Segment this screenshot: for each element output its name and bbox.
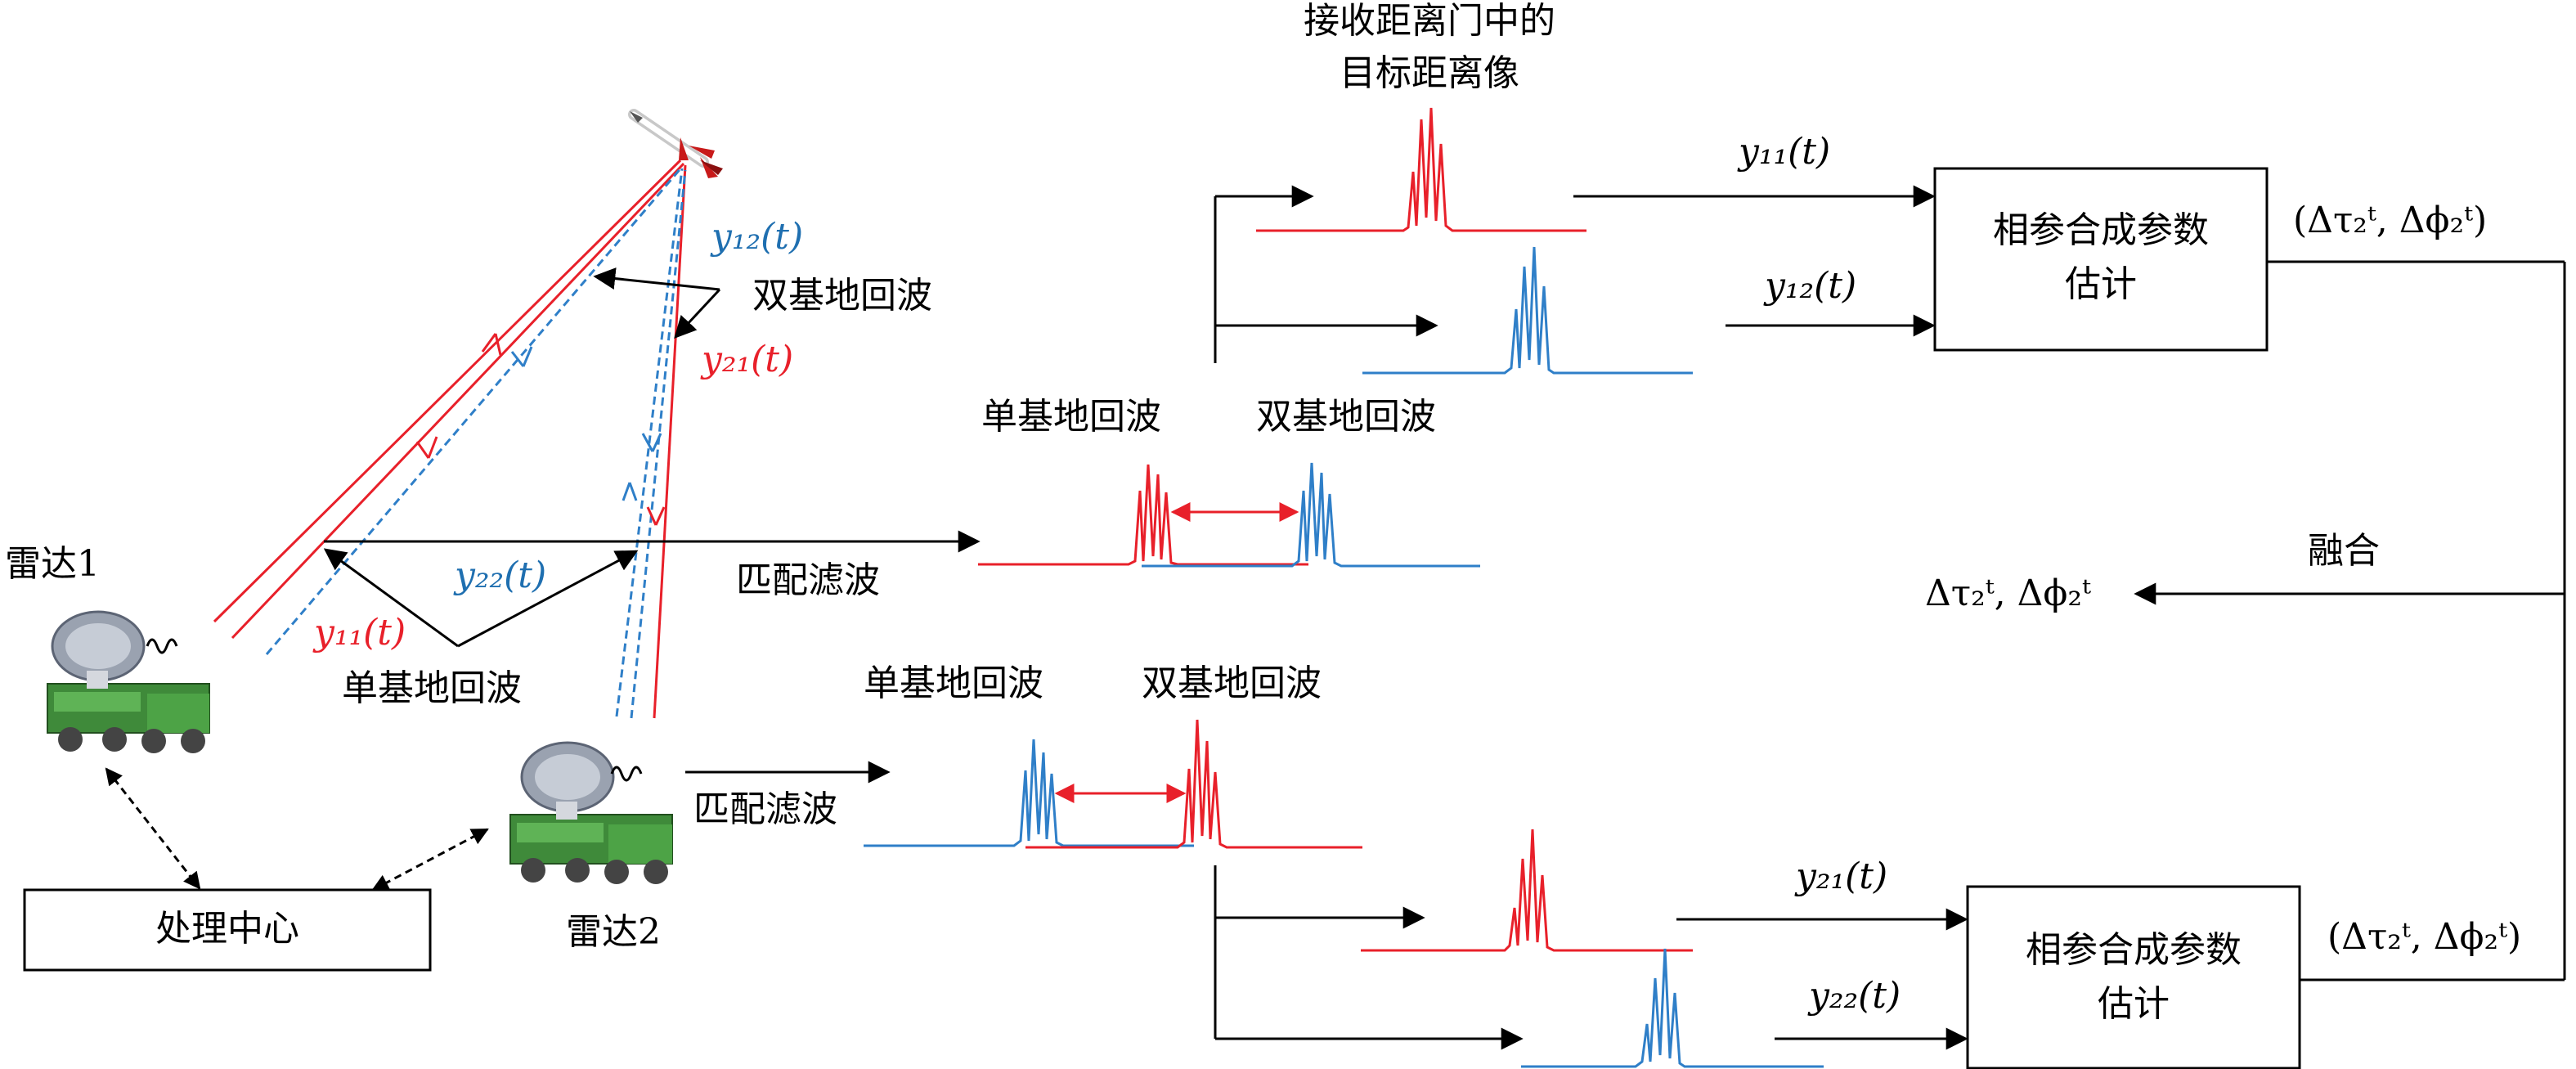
missile-icon: [628, 109, 723, 178]
waveform-y11: [1256, 107, 1586, 232]
radar2-label: 雷达2: [566, 911, 661, 953]
y21-path-label: y₂₁(t): [700, 339, 793, 380]
upper-range-profile: [978, 462, 1480, 568]
bistatic-echo-label-upper: 双基地回波: [1256, 396, 1436, 438]
estimation-upper-line1: 相参合成参数: [1993, 209, 2209, 251]
param-tuple-upper: (Δτ₂ᵗ, Δϕ₂ᵗ): [2293, 200, 2487, 241]
y11-path-label: y₁₁(t): [312, 612, 406, 654]
y11-branch-label: y₁₁(t): [1737, 131, 1830, 173]
diagram-labels: 雷达1 雷达2 处理中心 双基地回波 单基地回波 y₁₂(t) y₂₁(t) y…: [5, 0, 2521, 1025]
fusion-label: 融合: [2308, 530, 2380, 572]
bistatic-echo-callout: 双基地回波: [752, 275, 932, 317]
estimation-box-upper: [1933, 167, 2269, 352]
y22-path-label: y₂₂(t): [453, 555, 546, 596]
radar2-vehicle-icon: [509, 741, 673, 884]
processing-center-label: 处理中心: [155, 908, 299, 950]
radar1-label: 雷达1: [5, 543, 100, 585]
waveform-y22: [1521, 948, 1824, 1068]
bistatic-echo-label-lower: 双基地回波: [1142, 663, 1322, 704]
waveform-y12: [1362, 246, 1693, 375]
range-gate-title-line1: 接收距离门中的: [1304, 0, 1555, 42]
estimation-lower-line2: 估计: [2098, 983, 2170, 1025]
y21-branch-label: y₂₁(t): [1794, 856, 1887, 897]
range-gate-title-line2: 目标距离像: [1340, 52, 1519, 94]
fusion-result-label: Δτ₂ᵗ, Δϕ₂ᵗ: [1925, 573, 2091, 614]
echo-callout-arrows: [323, 267, 721, 648]
param-tuple-lower: (Δτ₂ᵗ, Δϕ₂ᵗ): [2327, 916, 2521, 958]
matched-filter-label-lower: 匹配滤波: [693, 788, 837, 830]
estimation-lower-line1: 相参合成参数: [2026, 929, 2242, 971]
processing-center-box: [23, 888, 432, 972]
radar1-vehicle-icon: [47, 610, 210, 753]
monostatic-echo-label-upper: 单基地回波: [981, 396, 1161, 438]
y22-branch-label: y₂₂(t): [1807, 975, 1901, 1017]
monostatic-echo-label-lower: 单基地回波: [864, 663, 1043, 704]
estimation-upper-line2: 估计: [2065, 263, 2137, 305]
monostatic-echo-callout: 单基地回波: [342, 667, 522, 709]
estimation-box-lower: [1966, 885, 2301, 1069]
waveform-y21: [1361, 829, 1693, 952]
matched-filter-label-upper: 匹配滤波: [736, 559, 880, 601]
lower-range-profile: [864, 719, 1362, 849]
echo-paths: [213, 159, 687, 719]
y12-branch-label: y₁₂(t): [1763, 265, 1856, 307]
y12-path-label: y₁₂(t): [710, 216, 803, 258]
